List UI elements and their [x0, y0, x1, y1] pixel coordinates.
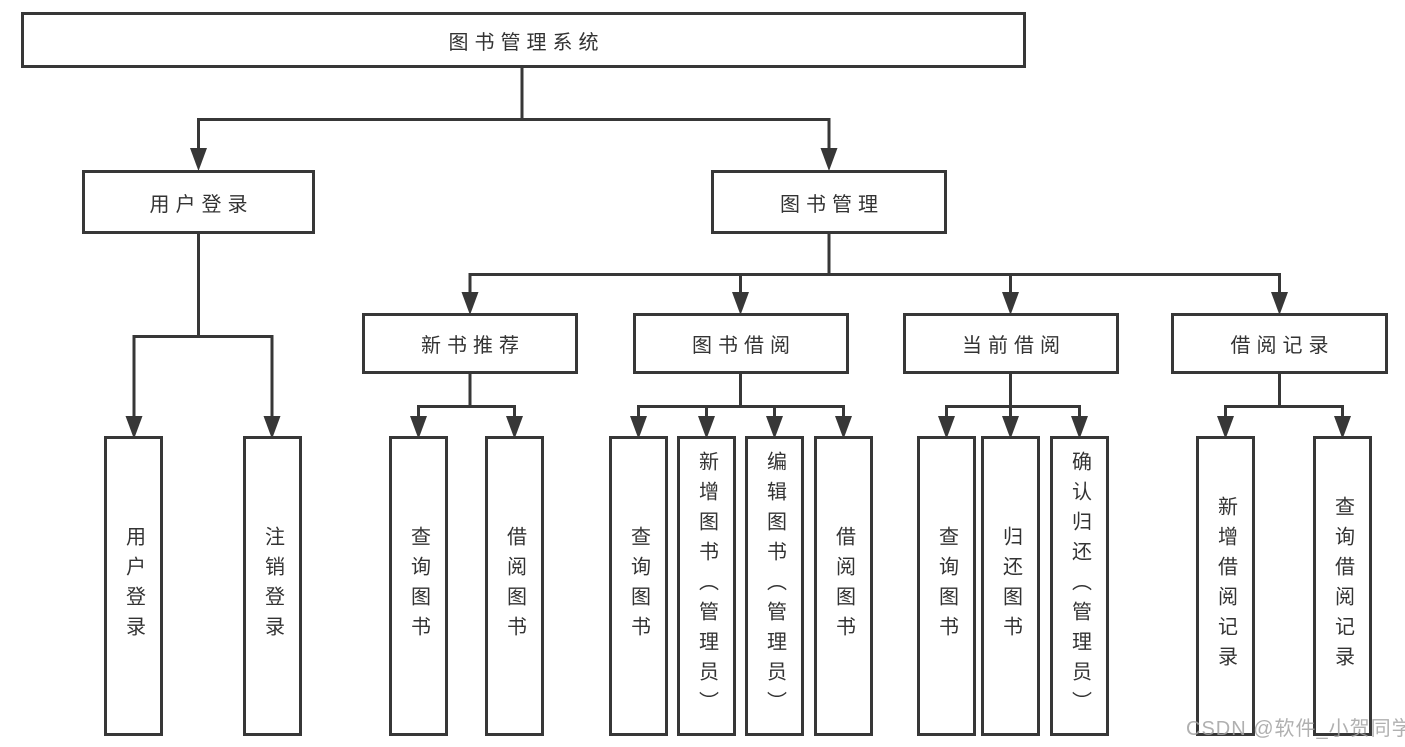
- node-user-login-label: 用户登录: [149, 193, 254, 216]
- leaf-query-books-borrowing: 查询图书: [609, 436, 668, 736]
- arrow-down-icon: [461, 292, 479, 315]
- node-new-book-recommend-label: 新书推荐: [421, 335, 525, 357]
- arrow-down-icon: [1002, 292, 1019, 315]
- node-current-borrowing: 当前借阅: [903, 313, 1119, 374]
- edge-userlogin-rail: [132, 335, 274, 418]
- node-book-management: 图书管理: [711, 170, 947, 234]
- leaf-borrow-books: 借阅图书: [814, 436, 873, 736]
- leaf-borrow-books-label: 借阅图书: [832, 526, 855, 646]
- node-book-management-label: 图书管理: [780, 193, 884, 216]
- node-book-borrowing: 图书借阅: [633, 313, 849, 374]
- arrow-down-icon: [732, 292, 749, 315]
- edge-current-rail: [945, 405, 1081, 418]
- node-user-login: 用户登录: [82, 170, 315, 234]
- node-borrowing-records: 借阅记录: [1171, 313, 1388, 374]
- leaf-add-book-admin: 新增图书（管理员）: [677, 436, 736, 736]
- leaf-user-login-label: 用户登录: [122, 526, 145, 646]
- leaf-query-books-current: 查询图书: [917, 436, 976, 736]
- leaf-borrow-books-recommend-label: 借阅图书: [503, 526, 526, 646]
- node-current-borrowing-label: 当前借阅: [962, 335, 1066, 357]
- leaf-logout-label: 注销登录: [261, 526, 284, 646]
- edge-borrow-rail: [637, 405, 845, 418]
- arrow-down-icon: [1271, 292, 1288, 315]
- leaf-query-books-recommend-label: 查询图书: [407, 526, 430, 646]
- leaf-user-login: 用户登录: [104, 436, 163, 736]
- node-root-label: 图书管理系统: [448, 31, 605, 54]
- leaf-query-borrow-record: 查询借阅记录: [1313, 436, 1372, 736]
- node-root: 图书管理系统: [21, 12, 1026, 68]
- leaf-edit-book-admin-label: 编辑图书（管理员）: [763, 451, 786, 721]
- edge-newbook-rail: [417, 405, 516, 418]
- leaf-logout: 注销登录: [243, 436, 302, 736]
- leaf-add-borrow-record: 新增借阅记录: [1196, 436, 1255, 736]
- csdn-watermark: CSDN @软件_小贺同学: [1186, 718, 1405, 740]
- leaf-add-book-admin-label: 新增图书（管理员）: [695, 451, 718, 721]
- edge-records-rail: [1224, 405, 1344, 418]
- leaf-return-book: 归还图书: [981, 436, 1040, 736]
- leaf-query-borrow-record-label: 查询借阅记录: [1331, 496, 1354, 676]
- leaf-return-book-label: 归还图书: [999, 526, 1022, 646]
- leaf-confirm-return-admin: 确认归还（管理员）: [1050, 436, 1109, 736]
- leaf-edit-book-admin: 编辑图书（管理员）: [745, 436, 804, 736]
- leaf-query-books-borrowing-label: 查询图书: [627, 526, 650, 646]
- node-new-book-recommend: 新书推荐: [362, 313, 578, 374]
- leaf-confirm-return-admin-label: 确认归还（管理员）: [1068, 451, 1091, 721]
- arrow-down-icon: [820, 148, 838, 171]
- arrow-down-icon: [190, 148, 207, 171]
- leaf-query-books-recommend: 查询图书: [389, 436, 448, 736]
- leaf-add-borrow-record-label: 新增借阅记录: [1214, 496, 1237, 676]
- leaf-query-books-current-label: 查询图书: [935, 526, 958, 646]
- edge-bookmgmt-rail: [468, 273, 1281, 294]
- node-borrowing-records-label: 借阅记录: [1230, 335, 1335, 357]
- leaf-borrow-books-recommend: 借阅图书: [485, 436, 544, 736]
- edge-root-rail: [197, 118, 831, 150]
- node-book-borrowing-label: 图书借阅: [692, 335, 796, 357]
